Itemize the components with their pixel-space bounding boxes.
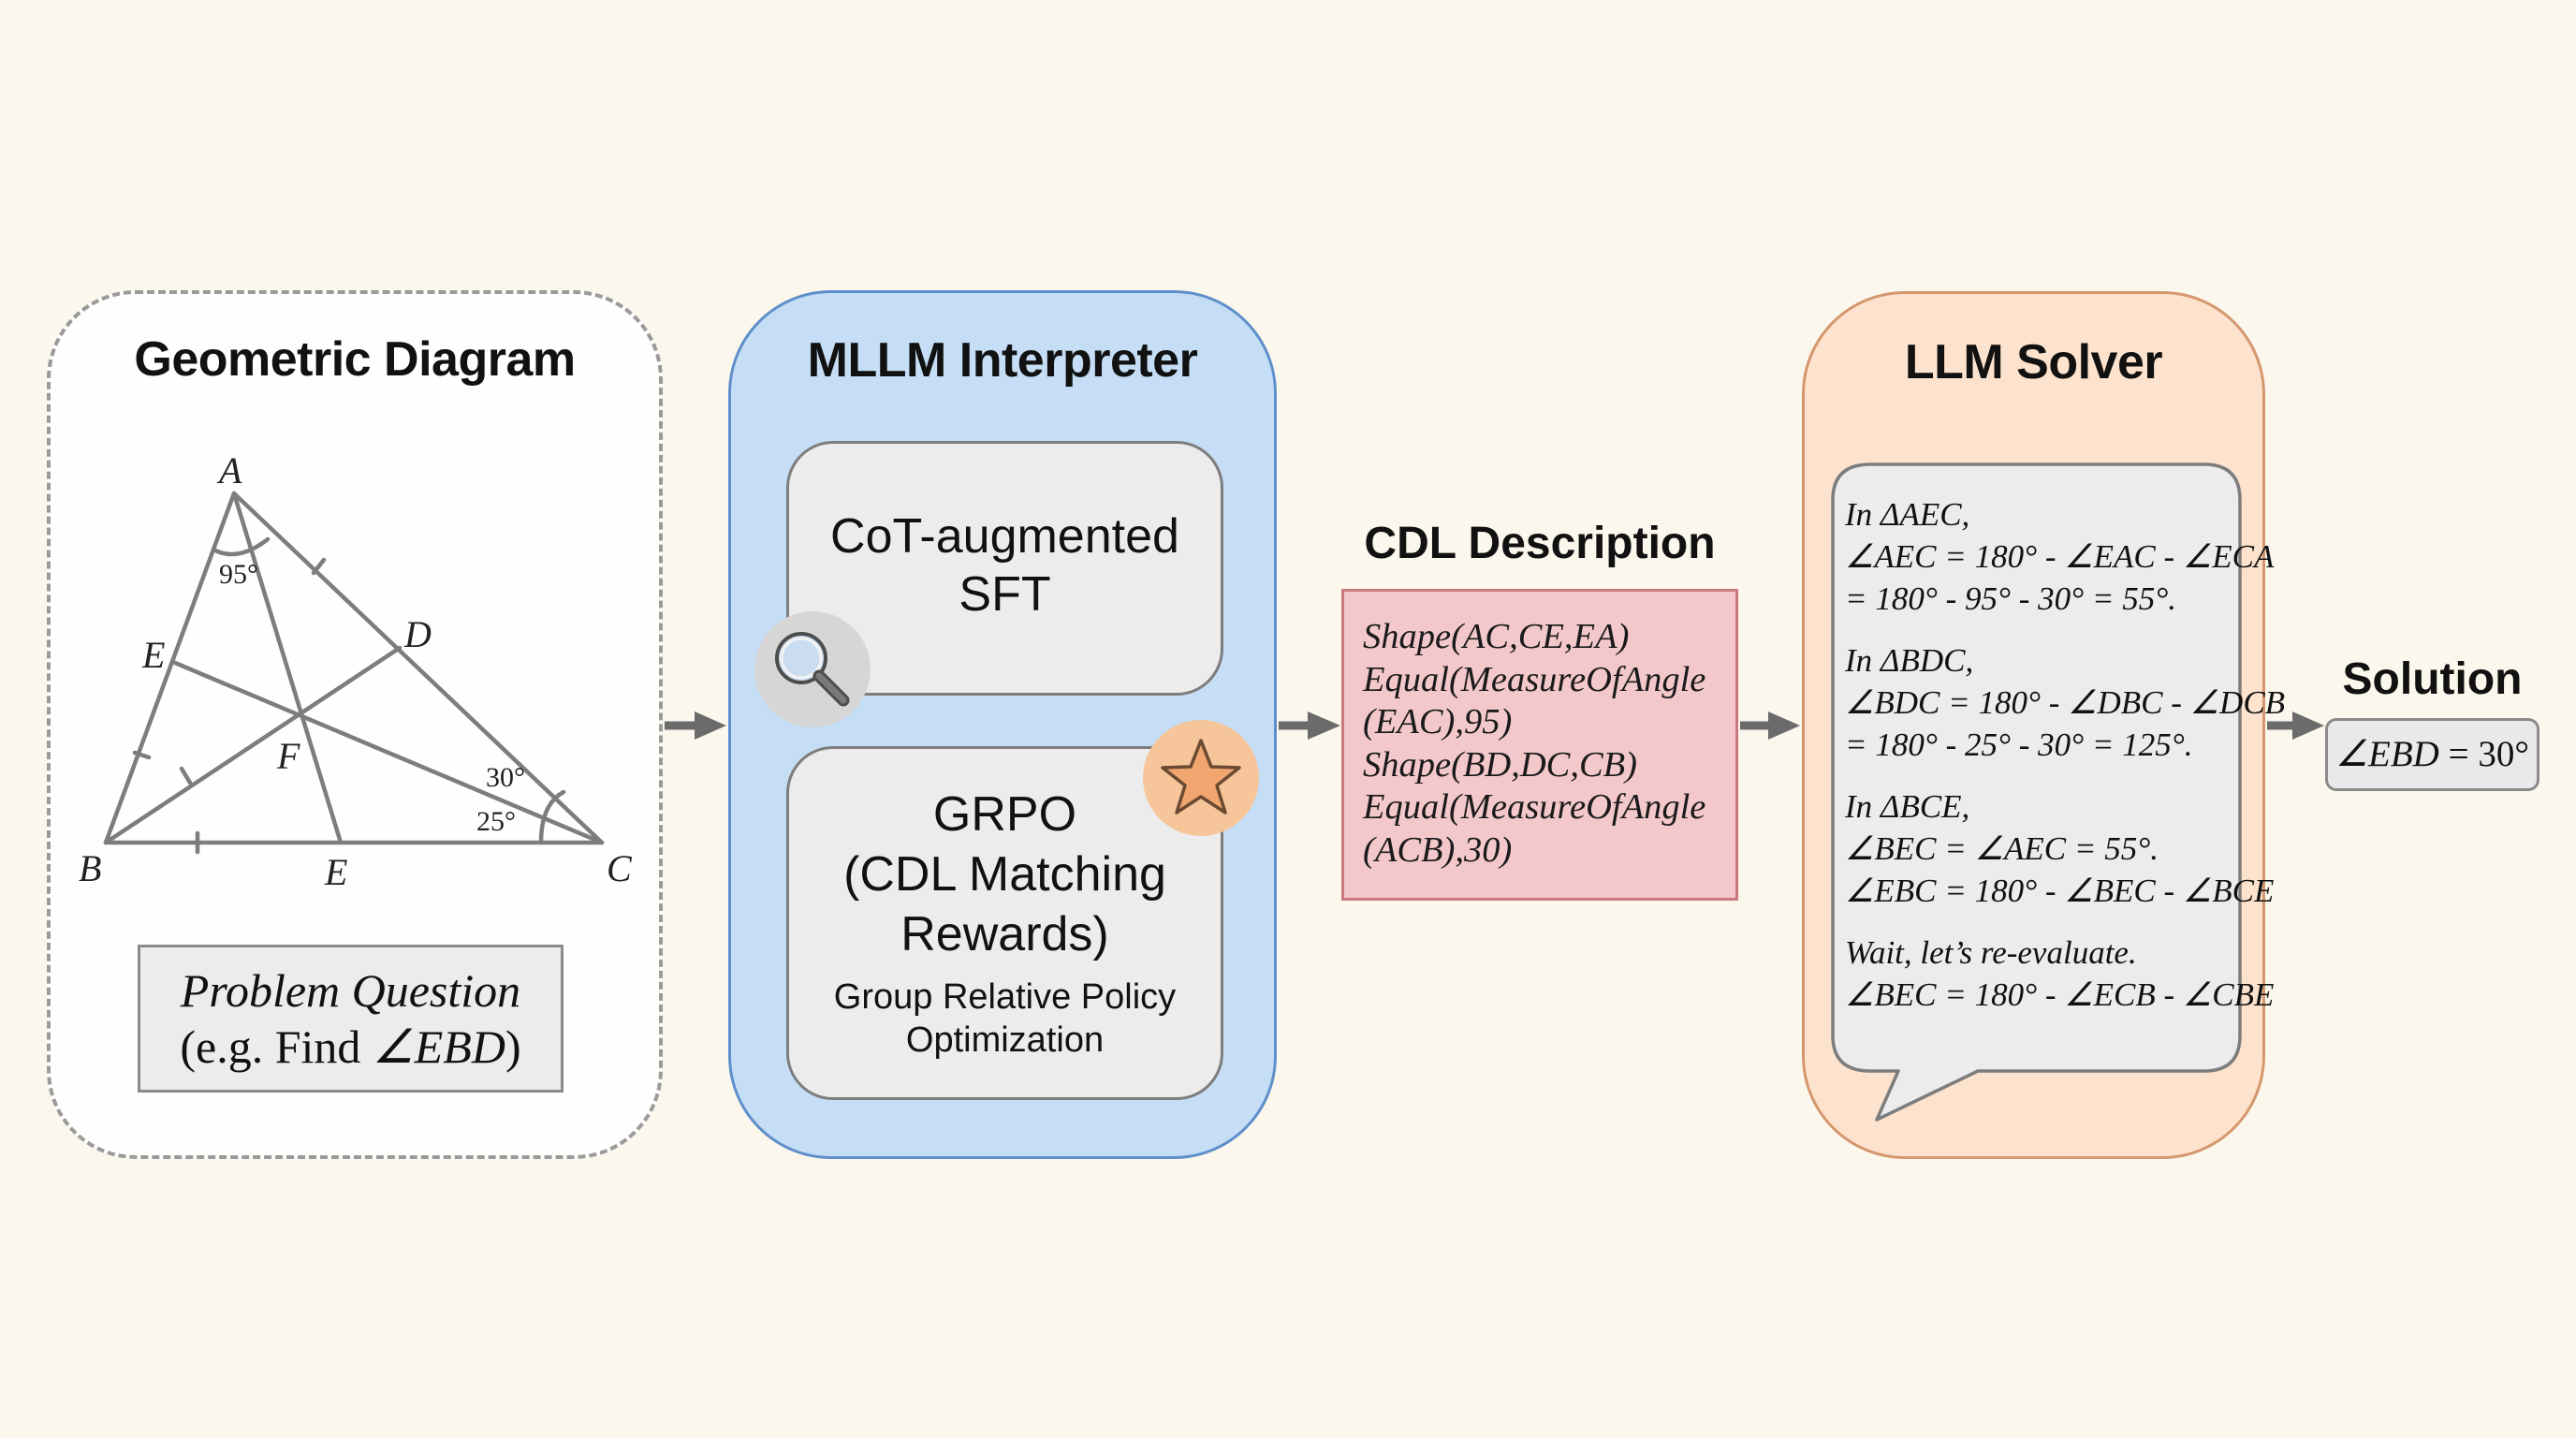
angle-label-a: 95°: [219, 559, 258, 590]
cdl-line: (ACB),30): [1363, 829, 1513, 870]
solver-line: = 180° - 25° - 30° = 125°.: [1845, 726, 2193, 763]
example-prefix: (e.g. Find: [180, 1020, 373, 1073]
mllm-interpreter-panel: MLLM Interpreter CoT-augmented SFT GRPO …: [728, 290, 1277, 1159]
problem-question-box: Problem Question (e.g. Find ∠EBD): [138, 945, 564, 1093]
side-ac: [231, 491, 605, 845]
solver-line: = 180° - 95° - 30° = 55°.: [1845, 580, 2177, 617]
solver-step: Wait, let’s re-evaluate. ∠BEC = 180° - ∠…: [1845, 932, 2275, 1016]
point-label-e-bottom: E: [325, 851, 348, 893]
arrow-mllm-to-cdl: [1279, 712, 1340, 740]
mllm-interpreter-title: MLLM Interpreter: [807, 333, 1198, 388]
point-label-d: D: [404, 613, 432, 655]
point-label-b: B: [79, 847, 102, 889]
solver-line: In ΔBDC,: [1845, 642, 1974, 679]
grpo-subtitle-line1: Group Relative Policy: [833, 977, 1177, 1017]
cdl-line: Shape(AC,CE,EA): [1363, 617, 1630, 656]
solver-line: ∠EBC = 180° - ∠BEC - ∠BCE: [1845, 873, 2275, 909]
solver-step: In ΔBDC, ∠BDC = 180° - ∠DBC - ∠DCB = 180…: [1845, 639, 2286, 766]
solver-step: In ΔBCE, ∠BEC = ∠AEC = 55°. ∠EBC = 180° …: [1845, 785, 2275, 912]
solver-line: ∠BEC = ∠AEC = 55°.: [1845, 830, 2159, 867]
point-label-e-left: E: [142, 634, 166, 676]
solution-title: Solution: [2342, 654, 2523, 704]
star-icon: [1161, 739, 1241, 814]
problem-question-example: (e.g. Find ∠EBD): [140, 1019, 561, 1075]
magnifier-badge: [754, 611, 871, 727]
tick-mark: [132, 750, 152, 760]
solution-value: = 30°: [2438, 734, 2529, 774]
cdl-description-box: Shape(AC,CE,EA) Equal(MeasureOfAngle (EA…: [1341, 589, 1738, 901]
grpo-subtitle-line2: Optimization: [905, 1020, 1105, 1060]
example-suffix: ): [505, 1020, 521, 1073]
grpo-subtitle: Group Relative Policy Optimization: [789, 976, 1221, 1062]
llm-solver-panel: LLM Solver In ΔAEC, ∠AEC = 180° - ∠EAC -…: [1802, 291, 2286, 1159]
arrow-cdl-to-solver: [1740, 712, 1800, 740]
grpo-label-line2: (CDL Matching: [843, 847, 1166, 902]
sft-stage-card: CoT-augmented SFT: [786, 441, 1223, 696]
solution-box: ∠EBD = 30°: [2325, 718, 2539, 791]
solver-line: ∠BEC = 180° - ∠ECB - ∠CBE: [1845, 976, 2275, 1013]
solver-reasoning-text: In ΔAEC, ∠AEC = 180° - ∠EAC - ∠ECA = 180…: [1845, 493, 2286, 1035]
magnifier-icon: [775, 632, 850, 707]
llm-solver-title: LLM Solver: [1904, 335, 2163, 389]
solver-line: In ΔAEC,: [1845, 496, 1970, 533]
point-label-c: C: [607, 847, 632, 889]
arrow-diagram-to-mllm: [665, 712, 726, 740]
star-badge: [1143, 720, 1259, 836]
cdl-line: (EAC),95): [1363, 702, 1513, 741]
segment-bd: [103, 645, 402, 845]
solver-line: In ΔBCE,: [1845, 788, 1970, 825]
cdl-line: Shape(BD,DC,CB): [1363, 744, 1637, 785]
cdl-line: Equal(MeasureOfAngle: [1363, 787, 1706, 827]
solver-line: Wait, let’s re-evaluate.: [1845, 934, 2137, 971]
triangle-figure: [103, 491, 605, 855]
grpo-label-line3: Rewards): [900, 907, 1109, 961]
cdl-line: Equal(MeasureOfAngle: [1363, 659, 1706, 699]
solver-step: In ΔAEC, ∠AEC = 180° - ∠EAC - ∠ECA = 180…: [1845, 493, 2275, 620]
sft-label-line2: SFT: [959, 567, 1051, 622]
sft-label-line1: CoT-augmented: [830, 509, 1179, 564]
point-label-f: F: [277, 735, 300, 777]
geometric-diagram-title: Geometric Diagram: [134, 332, 576, 387]
tick-mark: [179, 766, 193, 785]
solution-angle: ∠EBD: [2335, 734, 2439, 774]
angle-arc-a: [211, 536, 271, 557]
example-angle: ∠EBD: [372, 1020, 505, 1073]
segment-ec: [172, 660, 605, 845]
solver-line: ∠AEC = 180° - ∠EAC - ∠ECA: [1845, 538, 2275, 575]
angle-label-c-upper: 30°: [486, 762, 525, 793]
cdl-description-title: CDL Description: [1364, 519, 1716, 568]
side-ab: [103, 491, 237, 845]
point-label-a: A: [219, 449, 242, 492]
grpo-label-line1: GRPO: [932, 787, 1077, 842]
tick-mark: [311, 557, 327, 576]
geometric-diagram-panel: Geometric Diagram A B C D E E F 95° 30° …: [47, 290, 663, 1159]
speech-bubble: [1831, 462, 2242, 1122]
solver-line: ∠BDC = 180° - ∠DBC - ∠DCB: [1845, 684, 2286, 721]
problem-question-label: Problem Question: [180, 964, 521, 1017]
angle-label-c-lower: 25°: [476, 806, 516, 837]
angle-arc-c: [538, 789, 566, 845]
